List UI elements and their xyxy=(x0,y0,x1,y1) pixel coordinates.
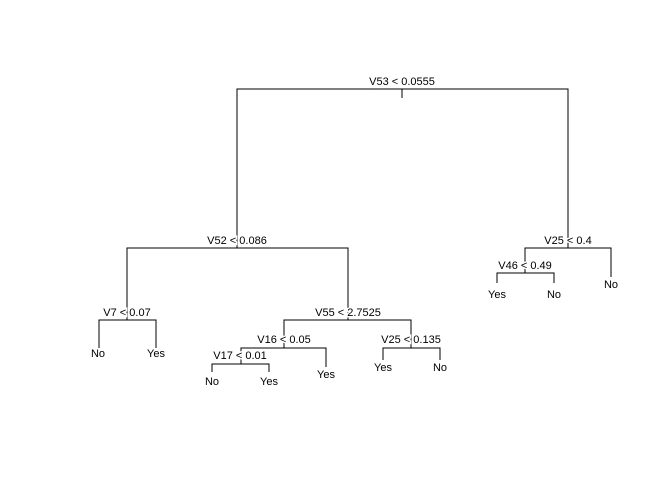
split-label-v25-left: V25 < 0.135 xyxy=(381,334,441,346)
split-label-v25-right: V25 < 0.4 xyxy=(544,235,591,247)
branch-v17 xyxy=(211,363,270,372)
branch-v25-right xyxy=(524,247,612,277)
leaf-label: No xyxy=(91,348,105,360)
leaf-label: No xyxy=(433,362,447,374)
leaf-label: Yes xyxy=(260,376,278,388)
split-label-v52: V52 < 0.086 xyxy=(207,235,267,247)
leaf-label: Yes xyxy=(374,362,392,374)
branch-v52 xyxy=(126,247,349,320)
leaf-label: No xyxy=(205,376,219,388)
split-label-v17: V17 < 0.01 xyxy=(213,350,267,362)
branch-v25-left xyxy=(382,347,441,360)
split-label-v55: V55 < 2.7525 xyxy=(315,307,381,319)
tree-edges xyxy=(98,88,612,372)
leaf-label: No xyxy=(604,279,618,291)
branch-v55 xyxy=(283,319,412,348)
branch-v46 xyxy=(496,272,555,283)
branch-root xyxy=(236,88,569,248)
leaf-label: Yes xyxy=(147,348,165,360)
split-label-v7: V7 < 0.07 xyxy=(103,307,150,319)
leaf-label: No xyxy=(547,289,561,301)
branch-v16 xyxy=(240,347,327,367)
split-label-v16: V16 < 0.05 xyxy=(257,334,311,346)
split-label-root: V53 < 0.0555 xyxy=(369,76,435,88)
leaf-label: Yes xyxy=(488,289,506,301)
split-label-v46: V46 < 0.49 xyxy=(498,260,552,272)
branch-v7 xyxy=(98,319,157,348)
leaf-label: Yes xyxy=(317,369,335,381)
